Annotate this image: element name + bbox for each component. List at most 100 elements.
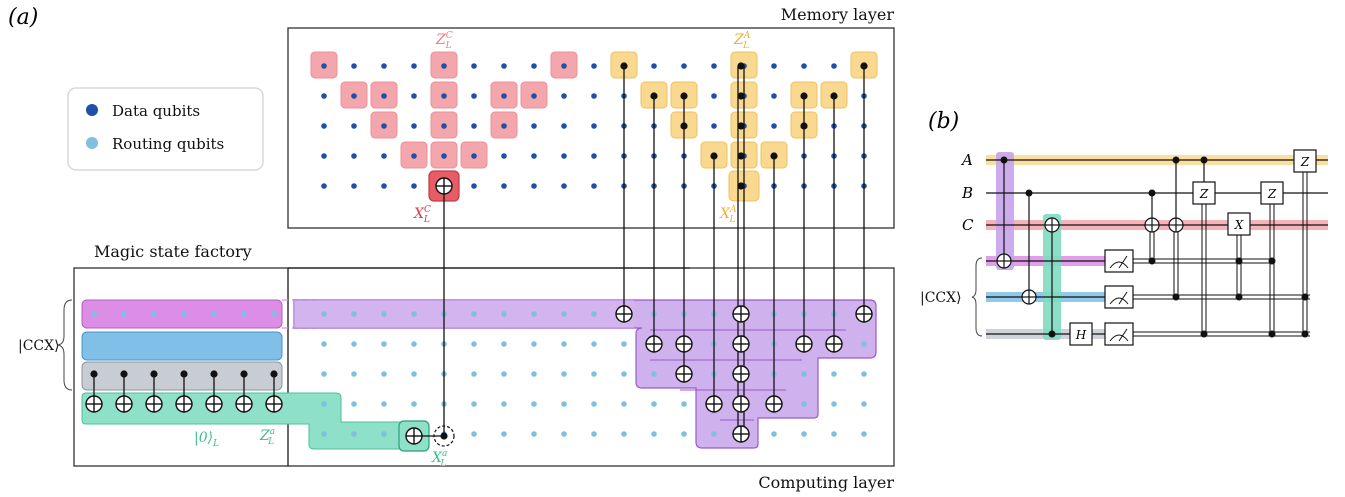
control-dot: [830, 92, 838, 100]
z-gate: [1260, 181, 1284, 205]
data-qubit: [351, 183, 357, 189]
data-qubit: [441, 93, 447, 99]
routing-qubit: [651, 401, 657, 407]
routing-qubit: [471, 431, 477, 437]
data-qubit: [471, 93, 477, 99]
legend-routing-qubit-marker: [86, 137, 98, 149]
control-dot: [737, 182, 745, 190]
data-qubit: [411, 93, 417, 99]
routing-qubit: [801, 431, 807, 437]
routing-qubit: [621, 401, 627, 407]
routing-qubit: [321, 401, 327, 407]
routing-qubit: [801, 401, 807, 407]
wire-a-label: A: [960, 151, 973, 169]
factory-qubit: [151, 311, 157, 317]
legend-routing-qubits-label: Routing qubits: [112, 135, 224, 153]
routing-qubit: [531, 341, 537, 347]
factory-ccx-label: |CCX⟩: [18, 338, 60, 354]
data-qubit: [411, 153, 417, 159]
data-qubit: [441, 123, 447, 129]
routing-qubit: [351, 311, 357, 317]
routing-qubit: [471, 311, 477, 317]
ccx-blue-bar: [81, 331, 283, 361]
data-qubit: [561, 183, 567, 189]
routing-qubit: [621, 371, 627, 377]
cnot-target: [235, 395, 253, 413]
data-qubit: [531, 183, 537, 189]
data-qubit: [771, 63, 777, 69]
factory-qubit: [181, 341, 187, 347]
routing-qubit: [321, 431, 327, 437]
control-dot: [150, 370, 158, 378]
cnot-target: [795, 335, 813, 353]
routing-qubit: [561, 341, 567, 347]
data-qubit: [381, 183, 387, 189]
routing-qubit: [651, 431, 657, 437]
routing-qubit: [471, 401, 477, 407]
cnot-target: [825, 335, 843, 353]
routing-qubit: [621, 431, 627, 437]
data-qubit: [471, 183, 477, 189]
data-qubit: [381, 123, 387, 129]
data-qubit: [441, 153, 447, 159]
data-qubit: [321, 63, 327, 69]
routing-qubit: [831, 371, 837, 377]
legend-box: [67, 87, 264, 171]
magic-state-factory-title: Magic state factory: [94, 242, 252, 261]
panel-b-label: (b): [928, 109, 959, 134]
routing-qubit: [501, 311, 507, 317]
data-qubit: [591, 153, 597, 159]
data-qubit: [381, 153, 387, 159]
routing-qubit: [591, 431, 597, 437]
routing-qubit: [801, 371, 807, 377]
control-dot: [240, 370, 248, 378]
data-qubit: [531, 123, 537, 129]
cnot-target: [615, 305, 633, 323]
routing-qubit: [381, 341, 387, 347]
control-dot: [710, 152, 718, 160]
routing-qubit: [831, 401, 837, 407]
data-qubit: [561, 93, 567, 99]
svg-text:Z: Z: [1300, 155, 1310, 169]
data-qubit: [381, 93, 387, 99]
factory-qubit: [211, 341, 217, 347]
routing-qubit: [591, 371, 597, 377]
control-dot: [737, 92, 745, 100]
data-qubit: [411, 123, 417, 129]
data-qubit: [501, 123, 507, 129]
control-dot: [737, 62, 745, 70]
routing-qubit: [381, 371, 387, 377]
routing-qubit: [561, 401, 567, 407]
cnot-target: [705, 395, 723, 413]
routing-qubit: [531, 311, 537, 317]
data-qubit: [351, 153, 357, 159]
cnot-target: [175, 395, 193, 413]
data-qubit: [321, 183, 327, 189]
cnot-target: [765, 395, 783, 413]
cnot-target: [675, 365, 693, 383]
panel-a-label: (a): [8, 5, 38, 30]
cnot-target: [265, 395, 283, 413]
control-dot: [650, 92, 658, 100]
data-qubit: [381, 63, 387, 69]
cnot-target: [205, 395, 223, 413]
control-dot: [680, 122, 688, 130]
data-qubit: [801, 63, 807, 69]
data-qubit: [711, 63, 717, 69]
zero-l-label: |0⟩L: [194, 430, 219, 449]
factory-qubit: [271, 311, 277, 317]
routing-qubit: [531, 431, 537, 437]
memory-layer-box: [287, 27, 895, 229]
data-qubit: [471, 123, 477, 129]
routing-qubit: [501, 371, 507, 377]
data-qubit: [591, 183, 597, 189]
factory-qubit: [211, 311, 217, 317]
data-qubit: [501, 183, 507, 189]
routing-qubit: [471, 341, 477, 347]
factory-qubit: [241, 341, 247, 347]
routing-qubit: [501, 341, 507, 347]
